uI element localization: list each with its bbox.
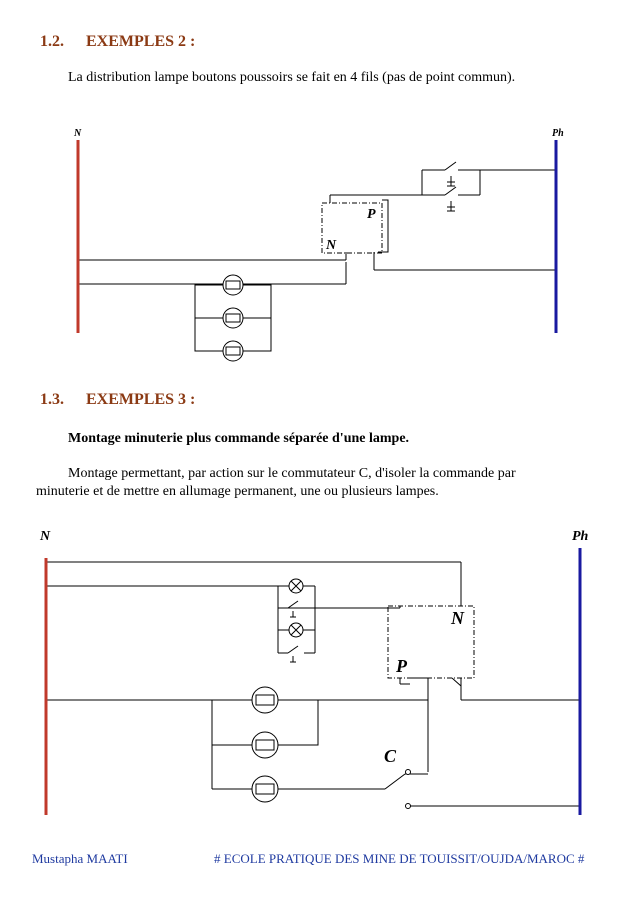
lamp-icon — [222, 274, 244, 296]
footer-school: # ECOLE PRATIQUE DES MINE DE TOUISSIT/OU… — [214, 851, 585, 866]
section3-text-line2: minuterie et de mettre en allumage perma… — [36, 484, 439, 499]
lamp-icon — [222, 340, 244, 362]
wiring-diagram-2: N Ph N P C — [39, 529, 589, 815]
label-c: C — [384, 746, 397, 766]
label-ph-1: Ph — [552, 128, 564, 139]
section3-title: EXEMPLES 3 : — [86, 391, 196, 408]
lamp-icon — [251, 686, 279, 714]
label-box-n-1: N — [325, 238, 337, 253]
section2-text: La distribution lampe boutons poussoirs … — [68, 70, 516, 85]
section2-number: 1.2. — [40, 33, 64, 50]
label-p-2: P — [395, 656, 408, 676]
timer-box-2 — [387, 605, 475, 679]
section2-heading: 1.2. EXEMPLES 2 : — [40, 33, 195, 51]
wiring-diagram-1: N Ph P N — [73, 128, 564, 362]
label-n-1: N — [73, 128, 82, 139]
lamp-icon — [222, 307, 244, 329]
label-box-n-2: N — [450, 608, 465, 628]
label-n-2: N — [39, 529, 51, 544]
section3-text-line1: Montage permettant, par action sur le co… — [68, 466, 516, 481]
timer-box-1 — [321, 202, 383, 254]
section3-heading: 1.3. EXEMPLES 3 : — [40, 391, 195, 409]
label-ph-2: Ph — [572, 529, 589, 544]
lamp-icon — [251, 775, 279, 803]
lamp-icon — [251, 731, 279, 759]
section3-subtitle: Montage minuterie plus commande séparée … — [68, 431, 410, 446]
label-p-1: P — [367, 207, 376, 222]
section3-number: 1.3. — [40, 391, 64, 408]
section2-title: EXEMPLES 2 : — [86, 33, 196, 50]
footer-author: Mustapha MAATI — [32, 851, 128, 866]
